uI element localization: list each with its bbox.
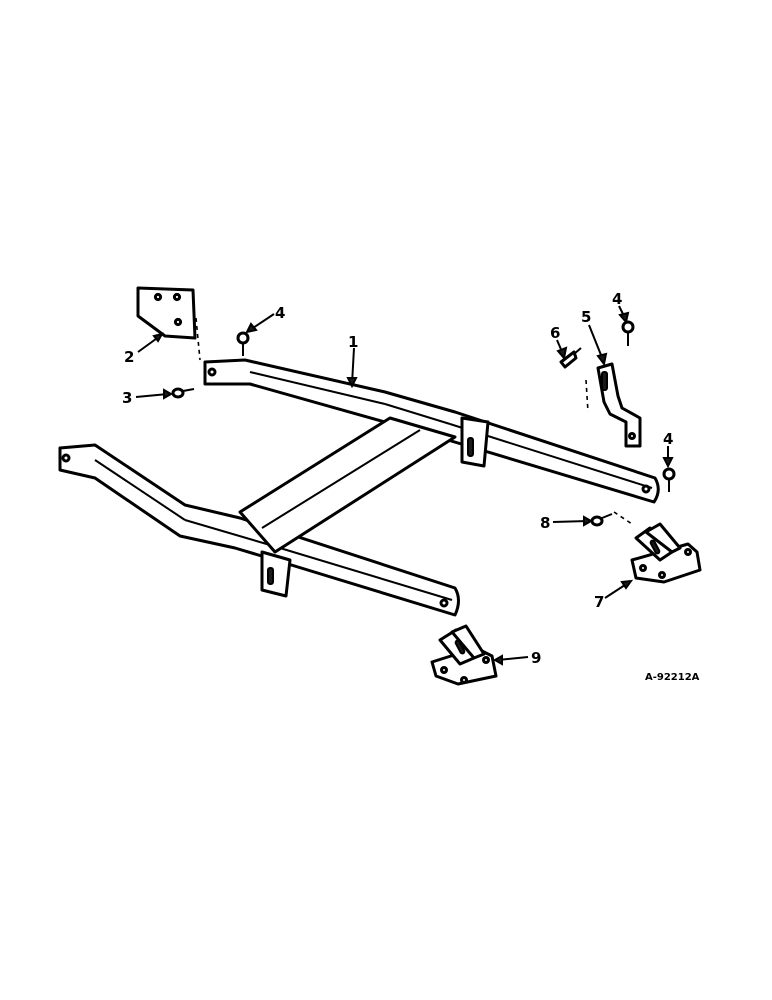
reference-number: A-92212A <box>645 672 700 683</box>
offset-bracket <box>585 362 642 448</box>
callout-7: 7 <box>594 593 604 611</box>
callout-6: 6 <box>550 324 560 342</box>
mount-base-right <box>630 522 702 584</box>
callout-labels: 1 2 3 4 5 4 6 4 8 7 9 <box>122 290 673 667</box>
callout-2: 2 <box>124 348 134 366</box>
callout-4-top-right: 4 <box>612 290 622 308</box>
callout-4-right: 4 <box>663 430 673 448</box>
callout-4-left: 4 <box>275 304 285 322</box>
callout-9: 9 <box>531 649 541 667</box>
lynch-pin-right <box>662 467 676 492</box>
callout-1: 1 <box>348 333 358 351</box>
callout-8: 8 <box>540 514 550 532</box>
bracket-plate <box>136 286 201 361</box>
main-frame <box>58 358 660 617</box>
callout-3: 3 <box>122 389 132 407</box>
bolt-part-8 <box>590 511 633 527</box>
lynch-pin-left <box>236 331 250 356</box>
bolt-part-6 <box>559 347 582 369</box>
leader-lines <box>135 305 674 666</box>
mount-base-front <box>430 624 498 686</box>
bolt-part-3 <box>171 387 195 399</box>
lynch-pin-top-right <box>621 320 635 346</box>
callout-5: 5 <box>581 308 591 326</box>
